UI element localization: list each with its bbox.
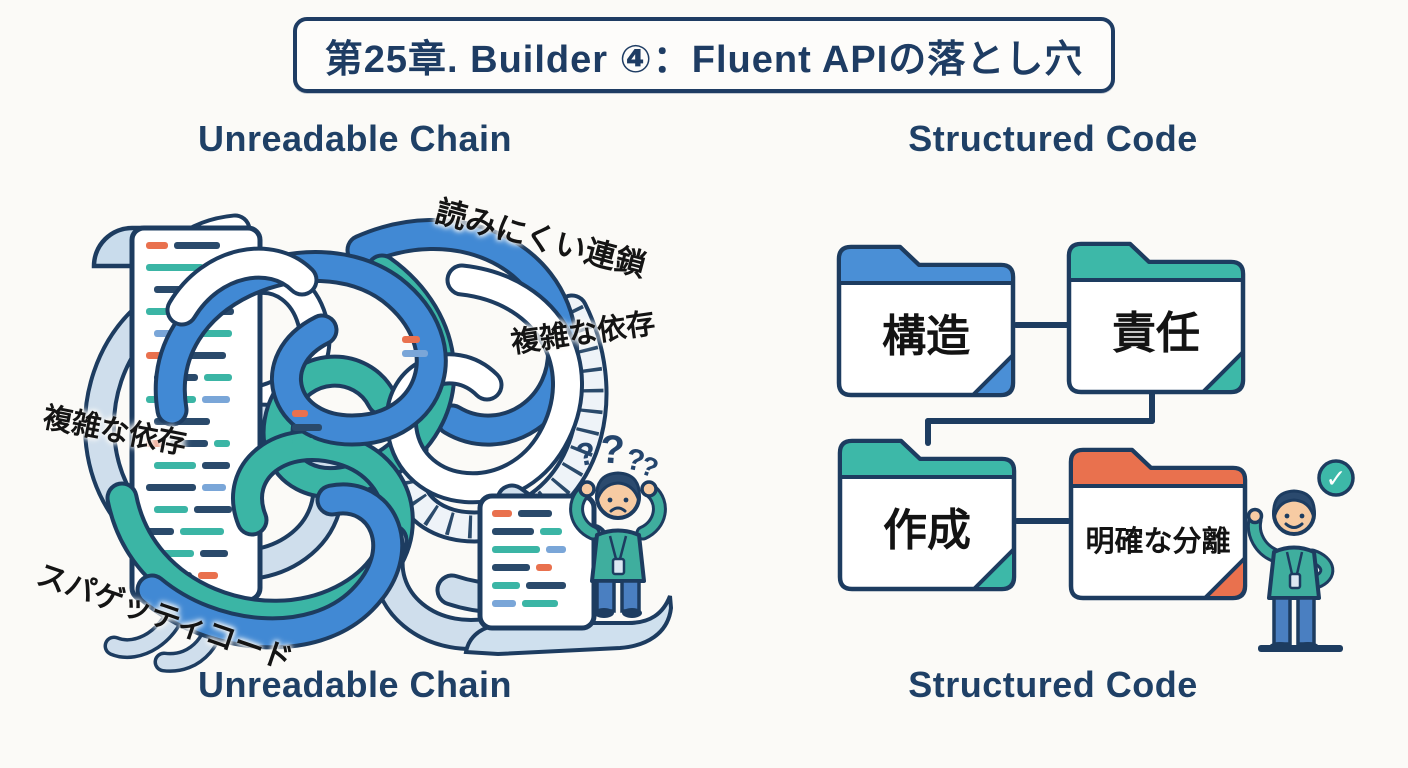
hair	[595, 471, 641, 503]
folder-label: 構造	[882, 312, 970, 361]
leg-right	[1296, 596, 1316, 646]
left-heading-top: Unreadable Chain	[197, 118, 513, 159]
hand-right	[640, 480, 658, 498]
shoe-left	[594, 608, 614, 618]
check-circle	[1317, 459, 1355, 497]
badge	[1288, 572, 1302, 590]
folder-label: 明確な分離	[1085, 526, 1231, 558]
folder-icon	[837, 438, 1017, 592]
folder-icon	[1068, 447, 1248, 601]
hair	[1272, 489, 1316, 520]
leg-right	[620, 579, 641, 613]
folder-label: 作成	[883, 506, 971, 555]
confused-developer-svg	[569, 471, 667, 618]
shoe-right	[622, 608, 642, 618]
title-box: 第25章. Builder ④：Fluent APIの落とし穴	[293, 17, 1115, 93]
frown-mouth	[609, 506, 627, 513]
code-lines-right	[492, 510, 566, 607]
hand-on-folder	[1246, 507, 1264, 525]
folder-icon	[1066, 241, 1246, 395]
shirt	[590, 528, 646, 583]
ground-line	[1258, 645, 1343, 652]
badge	[611, 557, 626, 576]
connector-down-to-creation	[925, 418, 931, 446]
leg-left	[1272, 596, 1292, 646]
smile-mouth	[1284, 522, 1304, 529]
connector-horizontal-middle	[925, 418, 1155, 424]
folder-responsibility: 責任	[1060, 240, 1252, 398]
folder-creation: 作成	[831, 437, 1023, 595]
eye-left	[607, 497, 613, 503]
lanyard	[608, 535, 628, 560]
right-heading-top: Structured Code	[908, 118, 1198, 159]
connector-creation-separation	[1014, 518, 1071, 524]
page-title: 第25章. Builder ④：Fluent APIの落とし穴	[324, 38, 1084, 81]
confused-developer	[563, 455, 673, 620]
hand-left	[578, 480, 596, 498]
folder-structure: 構造	[830, 243, 1022, 401]
folder-label: 責任	[1112, 309, 1200, 358]
leg-left	[595, 579, 616, 613]
left-heading-bottom: Unreadable Chain	[197, 664, 513, 705]
eye-right	[1299, 513, 1305, 519]
eye-right	[623, 497, 629, 503]
check-icon: ✓	[1326, 465, 1347, 493]
eye-left	[1284, 513, 1290, 519]
code-fragment-1	[402, 336, 428, 357]
right-heading-bottom: Structured Code	[908, 664, 1198, 705]
folder-icon	[836, 244, 1016, 398]
connector-structure-responsibility	[1013, 322, 1071, 328]
happy-developer-svg: ✓	[1246, 459, 1355, 652]
happy-developer: ✓	[1246, 452, 1361, 657]
folder-clear-separation: 明確な分離	[1062, 446, 1254, 604]
lanyard	[1285, 551, 1304, 575]
code-fragment-2	[292, 410, 322, 445]
connector-down-from-responsibility	[1149, 390, 1155, 424]
